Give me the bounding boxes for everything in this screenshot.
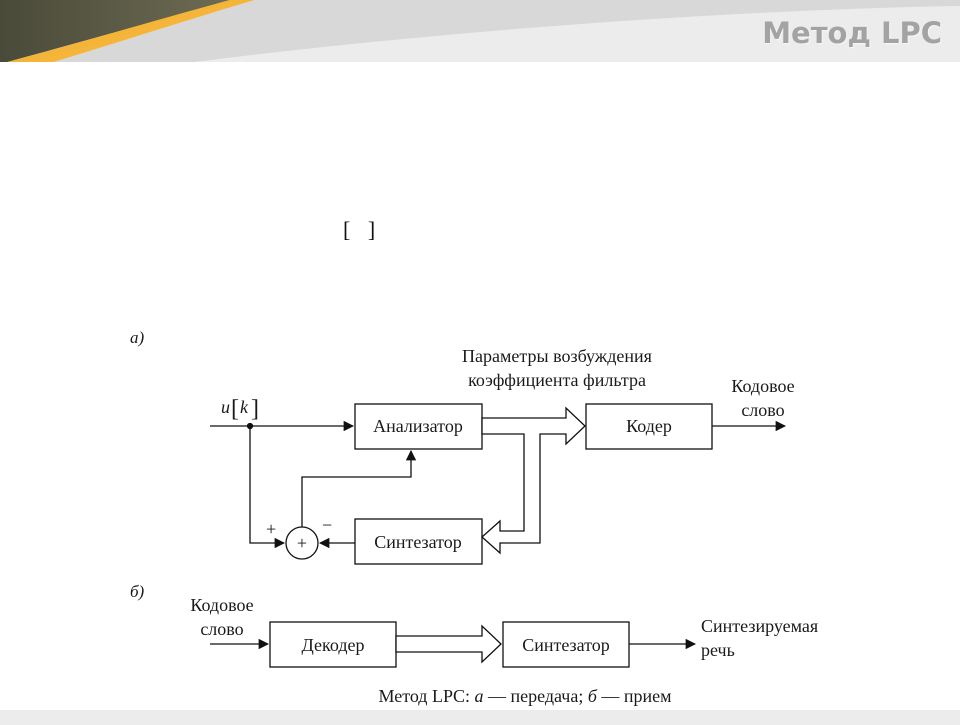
- diagram-a: [210, 403, 787, 565]
- output-label-b-line1: Синтезируемая: [701, 616, 818, 636]
- input-open-bracket: [: [231, 396, 239, 422]
- decoder-label: Декодер: [302, 635, 365, 655]
- double-flow-arrow: [481, 406, 586, 555]
- input-label-b-line2: слово: [200, 619, 243, 639]
- minus-sign: −: [322, 515, 332, 535]
- caption-lead: Метод LPC:: [378, 686, 474, 706]
- diagram-b: [210, 621, 697, 668]
- caption-a: а: [474, 686, 483, 706]
- input-index: k: [240, 397, 249, 417]
- content-panel-top: [0, 62, 960, 80]
- synth-block-b: [502, 621, 630, 668]
- feed-to-summer: [249, 426, 286, 549]
- output-label-a-line2: слово: [741, 400, 784, 420]
- stray-bracket-glyph: [ ]: [343, 217, 382, 242]
- decoder-block: [269, 621, 397, 668]
- output-label-a-line1: Кодовое: [731, 376, 794, 396]
- plus-sign: +: [266, 519, 276, 539]
- summer-symbol: +: [297, 533, 307, 553]
- analyzer-block: [354, 403, 483, 450]
- synth-block-a: [354, 518, 483, 565]
- diagram-b-label: б): [130, 582, 145, 601]
- caption-b: б: [588, 686, 598, 706]
- diagram-b-labels: б) Кодовое слово Декодер Синтезатор Синт…: [130, 582, 818, 660]
- synth-label-a: Синтезатор: [374, 532, 462, 552]
- analyzer-label: Анализатор: [373, 416, 463, 436]
- content-panel: [0, 62, 960, 710]
- input-close-bracket: ]: [251, 396, 259, 422]
- caption-tail: — прием: [597, 686, 672, 706]
- caption-mid: — передача;: [483, 686, 587, 706]
- output-label-b-line2: речь: [701, 640, 735, 660]
- coder-label: Кодер: [626, 416, 672, 436]
- figure-caption: Метод LPC: а — передача; б — прием: [378, 686, 671, 706]
- diagram-a-labels: a) Параметры возбуждения коэффициента фи…: [130, 328, 795, 553]
- slide-title: Метод LPC: [762, 16, 942, 50]
- params-label-line1: Параметры возбуждения: [462, 346, 652, 366]
- flow-arrow-b: [395, 624, 502, 664]
- params-label-line2: коэффициента фильтра: [468, 370, 646, 390]
- orange-swoosh: [0, 0, 255, 78]
- coder-block: [585, 403, 713, 450]
- gray-band: [0, 0, 960, 90]
- header-decoration: [0, 0, 960, 90]
- input-label-b-line1: Кодовое: [190, 595, 253, 615]
- synth-label-b: Синтезатор: [522, 635, 610, 655]
- input-var: u: [221, 397, 230, 417]
- diagram-a-label: a): [130, 328, 145, 347]
- summer-to-analyzer: [301, 449, 417, 527]
